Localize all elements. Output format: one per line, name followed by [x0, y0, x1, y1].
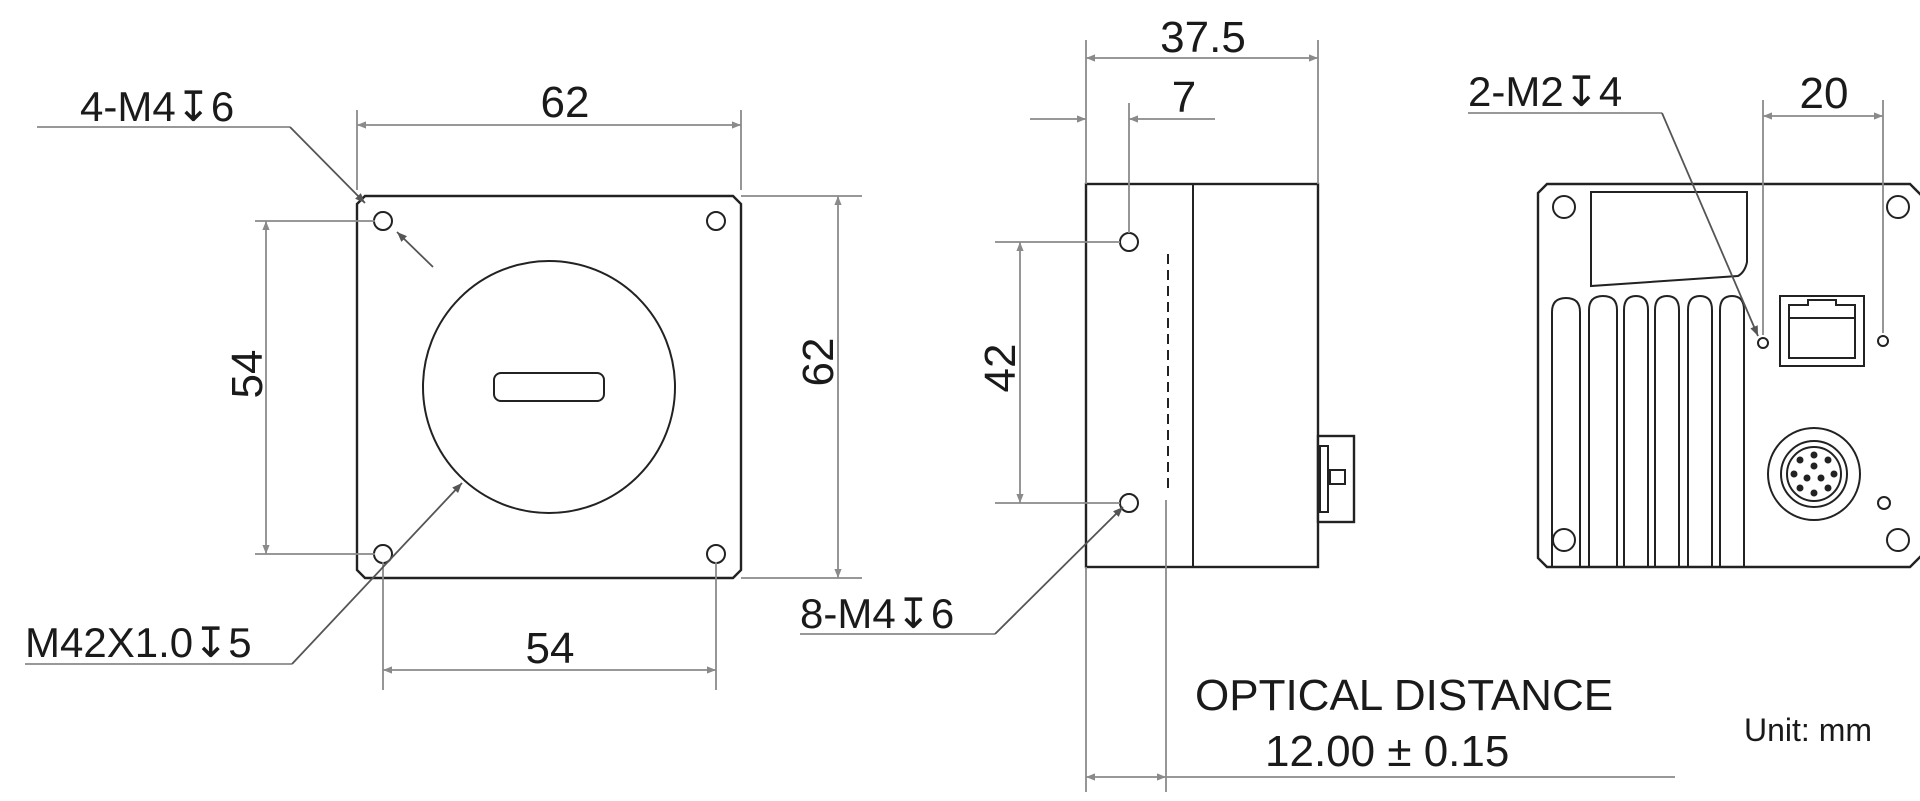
- front-view: 62 62 54 54 4-M4↧6 M42X1.0↧5: [25, 78, 862, 690]
- rear-body: [1536, 182, 1920, 569]
- side-connector: [1316, 434, 1356, 524]
- front-hole-spacing-vertical-label: 54: [223, 350, 272, 399]
- io-connector: [1767, 427, 1861, 521]
- side-hole-callout: 8-M4↧6: [800, 590, 954, 637]
- sensor-slot: [493, 372, 605, 402]
- rear-hole-bottom-right: [1886, 528, 1910, 552]
- front-body: [355, 194, 743, 580]
- rear-cooling-fins: [1551, 294, 1745, 567]
- rear-hole-top-right: [1886, 195, 1910, 219]
- rear-label-area: [1590, 191, 1748, 288]
- rear-small-hole: [1877, 496, 1891, 510]
- mount-hole-top-right: [706, 211, 726, 231]
- side-body: [1084, 182, 1320, 569]
- unit-note: Unit: mm: [1744, 712, 1872, 748]
- front-height-label: 62: [794, 338, 843, 387]
- lens-mount-circle: [422, 260, 676, 514]
- side-hole-spacing-label: 42: [976, 344, 1025, 393]
- optical-distance-label: OPTICAL DISTANCE: [1195, 671, 1613, 720]
- side-front-offset-label: 7: [1172, 73, 1196, 122]
- rear-hole-callout: 2-M2↧4: [1468, 68, 1622, 115]
- rear-hole-spacing-label: 20: [1800, 69, 1849, 118]
- rear-m2-hole-left: [1757, 337, 1769, 349]
- side-view: 37.5 7 42 8-M4↧6 OPTICAL DISTANCE 12.00 …: [800, 13, 1675, 792]
- front-hole-spacing-horizontal-label: 54: [526, 624, 575, 673]
- ethernet-port: [1779, 295, 1865, 367]
- rear-hole-top-left: [1552, 195, 1576, 219]
- rear-m2-hole-right: [1877, 335, 1889, 347]
- optical-distance-value: 12.00 ± 0.15: [1265, 727, 1509, 776]
- front-mount-callout: M42X1.0↧5: [25, 619, 252, 666]
- rear-view: 20 2-M2↧4: [1468, 68, 1920, 569]
- front-hole-callout: 4-M4↧6: [80, 83, 234, 130]
- front-width-label: 62: [541, 78, 590, 127]
- side-depth-label: 37.5: [1160, 13, 1246, 62]
